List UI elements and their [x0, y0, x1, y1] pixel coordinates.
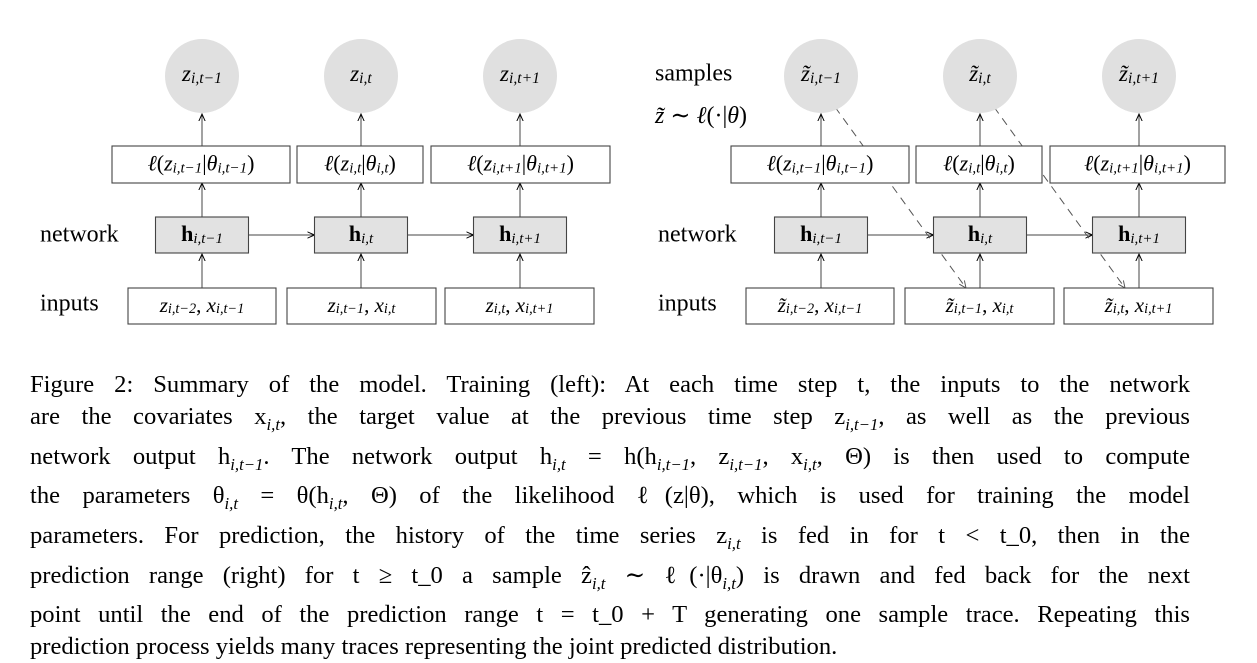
- left-hidden-label-0: hi,t−1: [181, 221, 223, 247]
- right-hidden-label-0: hi,t−1: [800, 221, 842, 247]
- right-likelihood-label-2: ℓ(zi,t+1|θi,t+1): [1084, 151, 1191, 177]
- right-likelihood-box-0: [730, 145, 910, 184]
- left-hidden-box-0: [154, 216, 250, 254]
- left-network-label: network: [40, 222, 119, 248]
- right-likelihood-box-1: [915, 145, 1043, 184]
- right-output-label-2: z̃i,t+1: [1118, 61, 1159, 87]
- figure-caption: Figure 2: Summary of the model. Training…: [30, 369, 1190, 663]
- caption-line-2: network output hi,t−1. The network outpu…: [30, 442, 1191, 474]
- left-hidden-box-1: [313, 216, 409, 254]
- right-input-label-1: z̃i,t−1, xi,t: [945, 293, 1015, 318]
- left-input-label-2: zi,t, xi,t+1: [485, 293, 554, 318]
- model-summary-figure: zi,t−1 ℓ(zi,t−1|θi,t−1) hi,t−1 zi,t−2, xi,t…: [40, 39, 1226, 325]
- right-output-label-1: z̃i,t: [968, 61, 991, 87]
- left-input-box-2: [444, 287, 595, 325]
- left-likelihood-label-0: ℓ(zi,t−1|θi,t−1): [148, 151, 255, 177]
- left-input-label-0: zi,t−2, xi,t−1: [159, 293, 245, 318]
- caption-line-3: the parameters θi,t = θ(hi,t, Θ) of the …: [30, 482, 1190, 514]
- right-network-label: network: [658, 222, 737, 248]
- caption-line-7: prediction process yields many traces re…: [30, 633, 838, 661]
- arrows-layer: [202, 114, 1139, 288]
- left-output-node-1: [324, 39, 398, 113]
- right-hidden-box-2: [1091, 216, 1187, 254]
- left-output-label-0: zi,t−1: [181, 61, 222, 87]
- right-input-box-2: [1063, 287, 1214, 325]
- left-hidden-label-2: hi,t+1: [499, 221, 541, 247]
- samples-formula: z̃ ∼ ℓ(·|θ): [654, 103, 747, 129]
- left-likelihood-label-1: ℓ(zi,t|θi,t): [324, 151, 396, 177]
- right-output-node-0: [784, 39, 858, 113]
- right-input-box-1: [904, 287, 1055, 325]
- right-likelihood-label-1: ℓ(zi,t|θi,t): [943, 151, 1015, 177]
- right-input-box-0: [745, 287, 895, 325]
- caption-line-0: Figure 2: Summary of the model. Training…: [30, 371, 1190, 398]
- boxes-layer: [111, 39, 1226, 325]
- right-inputs-label: inputs: [658, 291, 717, 317]
- left-input-box-1: [286, 287, 437, 325]
- right-output-node-1: [943, 39, 1017, 113]
- caption-line-1: are the covariates xi,t, the target valu…: [30, 402, 1190, 434]
- left-output-node-0: [165, 39, 239, 113]
- right-output-label-0: z̃i,t−1: [800, 61, 841, 87]
- left-hidden-label-1: hi,t: [349, 221, 374, 247]
- left-likelihood-box-0: [111, 145, 291, 184]
- left-inputs-label: inputs: [40, 291, 99, 317]
- right-likelihood-label-0: ℓ(zi,t−1|θi,t−1): [767, 151, 874, 177]
- right-hidden-label-1: hi,t: [968, 221, 993, 247]
- right-input-label-2: z̃i,t, xi,t+1: [1104, 293, 1173, 318]
- left-output-node-2: [483, 39, 557, 113]
- left-input-label-1: zi,t−1, xi,t: [327, 293, 397, 318]
- feedback-arrow-0: [834, 106, 966, 288]
- left-likelihood-box-1: [296, 145, 424, 184]
- left-input-box-0: [127, 287, 277, 325]
- left-output-label-1: zi,t: [349, 61, 372, 87]
- right-hidden-box-0: [773, 216, 869, 254]
- right-hidden-label-2: hi,t+1: [1118, 221, 1160, 247]
- right-output-node-2: [1102, 39, 1176, 113]
- caption-line-5: prediction range (right) for t ≥ t_0 a s…: [30, 561, 1190, 593]
- samples-label: samples: [655, 61, 732, 87]
- right-hidden-box-1: [932, 216, 1028, 254]
- left-likelihood-box-2: [430, 145, 611, 184]
- feedback-arrows-layer: [834, 106, 1125, 288]
- caption-line-4: parameters. For prediction, the history …: [30, 521, 1190, 553]
- right-input-label-0: z̃i,t−2, xi,t−1: [777, 293, 863, 318]
- right-likelihood-box-2: [1049, 145, 1226, 184]
- left-likelihood-label-2: ℓ(zi,t+1|θi,t+1): [467, 151, 574, 177]
- labels-layer: zi,t−1 ℓ(zi,t−1|θi,t−1) hi,t−1 zi,t−2, xi,t…: [40, 61, 1191, 318]
- feedback-arrow-1: [993, 106, 1125, 288]
- caption-line-6: point until the end of the prediction ra…: [30, 601, 1190, 629]
- left-hidden-box-2: [472, 216, 568, 254]
- left-output-label-2: zi,t+1: [499, 61, 540, 87]
